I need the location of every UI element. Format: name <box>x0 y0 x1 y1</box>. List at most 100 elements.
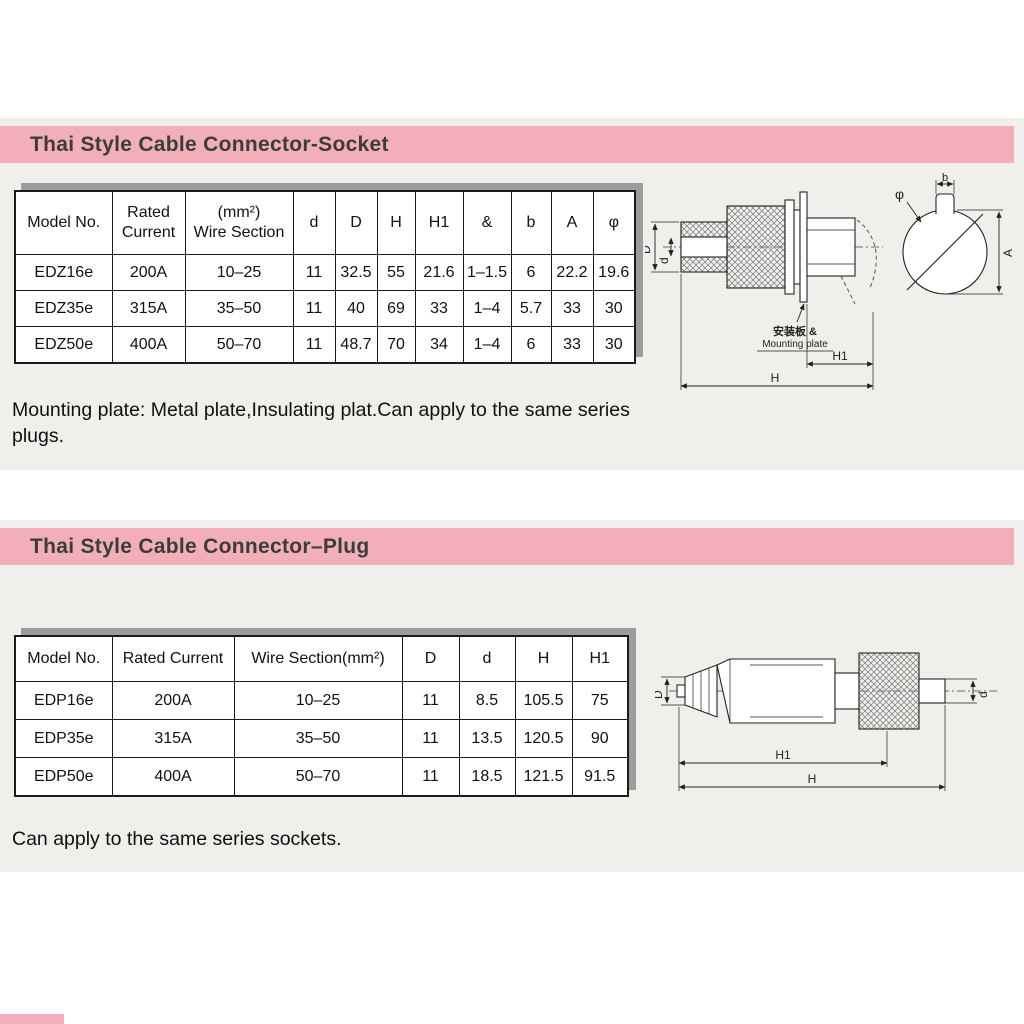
socket-dimension-H1: H1 <box>806 304 874 368</box>
dim-label-d: d <box>976 691 990 698</box>
table-cell: 35–50 <box>233 719 403 758</box>
table-header-cell: H1 <box>571 635 629 682</box>
table-cell: 10–25 <box>184 254 294 291</box>
table-cell: 1–4 <box>462 326 512 364</box>
table-cell: 32.5 <box>334 254 378 291</box>
table-header-cell: b <box>510 190 552 255</box>
table-cell: 10–25 <box>233 681 403 720</box>
table-header-cell: (mm²) Wire Section <box>184 190 294 255</box>
table-cell: 70 <box>376 326 416 364</box>
socket-side-view <box>663 191 883 305</box>
plug-technical-drawing: D d H1 H <box>655 652 1000 791</box>
dim-label-b: b <box>942 172 948 184</box>
table-cell: EDP16e <box>14 681 113 720</box>
plug-side-view <box>669 652 1000 730</box>
table-cell: 6 <box>510 254 552 291</box>
table-cell: 11 <box>401 757 460 797</box>
table-row: EDP50e 400A 50–70 11 18.5 121.5 91.5 <box>14 757 629 797</box>
table-header-cell: d <box>292 190 336 255</box>
plug-dimension-H1: H1 <box>678 707 888 791</box>
mounting-plate-label-cn: 安装板 & <box>773 324 817 338</box>
table-header-cell: Wire Section(mm²) <box>233 635 403 682</box>
table-cell: 400A <box>111 326 186 364</box>
table-cell: 400A <box>111 757 235 797</box>
table-cell: 11 <box>401 719 460 758</box>
table-cell: 34 <box>414 326 464 364</box>
table-header-cell: Rated Current <box>111 635 235 682</box>
table-header-cell: d <box>458 635 516 682</box>
table-cell: 315A <box>111 719 235 758</box>
socket-dimension-phi: φ <box>895 186 922 223</box>
corner-pink-sliver <box>0 1014 64 1024</box>
socket-note: Mounting plate: Metal plate,Insulating p… <box>12 399 630 448</box>
table-header-cell: Rated Current <box>111 190 186 255</box>
socket-dimension-d: d <box>657 237 674 264</box>
socket-mounting-plate-callout: 安装板 & Mounting plate <box>757 303 833 352</box>
table-cell: 40 <box>334 290 378 327</box>
table-cell: EDP50e <box>14 757 113 797</box>
dim-label-D: D <box>655 690 665 699</box>
plug-table-header-row: Model No. Rated Current Wire Section(mm²… <box>14 635 629 682</box>
table-cell: 50–70 <box>184 326 294 364</box>
dim-label-H: H <box>808 772 817 786</box>
dim-label-d: d <box>657 257 671 264</box>
mounting-plate-label-en: Mounting plate <box>762 339 828 350</box>
table-row: EDZ35e 315A 35–50 11 40 69 33 1–4 5.7 33… <box>14 290 636 327</box>
table-header-cell: & <box>462 190 512 255</box>
table-cell: 35–50 <box>184 290 294 327</box>
dim-label-A: A <box>1001 249 1015 257</box>
table-cell: 6 <box>510 326 552 364</box>
table-cell: 13.5 <box>458 719 516 758</box>
plug-dimension-d: d <box>945 678 990 704</box>
socket-dimension-b: b <box>935 172 955 194</box>
socket-title: Thai Style Cable Connector-Socket <box>30 132 389 156</box>
table-header-cell: D <box>334 190 378 255</box>
socket-technical-drawing: D d 安装板 & Mounting plate H1 H <box>645 172 1015 390</box>
table-cell: EDZ35e <box>14 290 113 327</box>
plug-dimension-D: D <box>655 676 685 706</box>
table-cell: 33 <box>414 290 464 327</box>
table-cell: 91.5 <box>571 757 629 797</box>
socket-dimension-A: A <box>947 209 1015 295</box>
plug-title: Thai Style Cable Connector–Plug <box>30 534 370 558</box>
table-cell: 200A <box>111 254 186 291</box>
table-header-cell: Model No. <box>14 190 113 255</box>
table-cell: 55 <box>376 254 416 291</box>
table-cell: 18.5 <box>458 757 516 797</box>
table-cell: 22.2 <box>550 254 594 291</box>
table-cell: 90 <box>571 719 629 758</box>
table-cell: 1–4 <box>462 290 512 327</box>
table-cell: 8.5 <box>458 681 516 720</box>
table-cell: 21.6 <box>414 254 464 291</box>
table-cell: 1–1.5 <box>462 254 512 291</box>
table-row: EDZ16e 200A 10–25 11 32.5 55 21.6 1–1.5 … <box>14 254 636 291</box>
table-cell: 121.5 <box>514 757 573 797</box>
table-cell: 30 <box>592 290 636 327</box>
table-cell: 48.7 <box>334 326 378 364</box>
socket-spec-table: Model No. Rated Current (mm²) Wire Secti… <box>14 190 636 364</box>
table-row: EDZ50e 400A 50–70 11 48.7 70 34 1–4 6 33… <box>14 326 636 364</box>
table-cell: 105.5 <box>514 681 573 720</box>
table-cell: 50–70 <box>233 757 403 797</box>
table-cell: EDZ50e <box>14 326 113 364</box>
table-header-cell: Model No. <box>14 635 113 682</box>
table-header-cell: H <box>376 190 416 255</box>
table-cell: EDZ16e <box>14 254 113 291</box>
dim-label-H: H <box>771 371 780 385</box>
table-header-cell: H1 <box>414 190 464 255</box>
table-row: EDP16e 200A 10–25 11 8.5 105.5 75 <box>14 681 629 720</box>
plug-spec-table: Model No. Rated Current Wire Section(mm²… <box>14 635 629 797</box>
table-cell: 11 <box>292 254 336 291</box>
table-cell: 30 <box>592 326 636 364</box>
table-header-cell: D <box>401 635 460 682</box>
table-cell: 315A <box>111 290 186 327</box>
plug-dimension-H: H <box>678 705 946 791</box>
table-header-cell: φ <box>592 190 636 255</box>
table-row: EDP35e 315A 35–50 11 13.5 120.5 90 <box>14 719 629 758</box>
table-cell: 5.7 <box>510 290 552 327</box>
table-cell: 33 <box>550 290 594 327</box>
plug-title-bar: Thai Style Cable Connector–Plug <box>0 528 1014 565</box>
table-cell: EDP35e <box>14 719 113 758</box>
table-cell: 19.6 <box>592 254 636 291</box>
